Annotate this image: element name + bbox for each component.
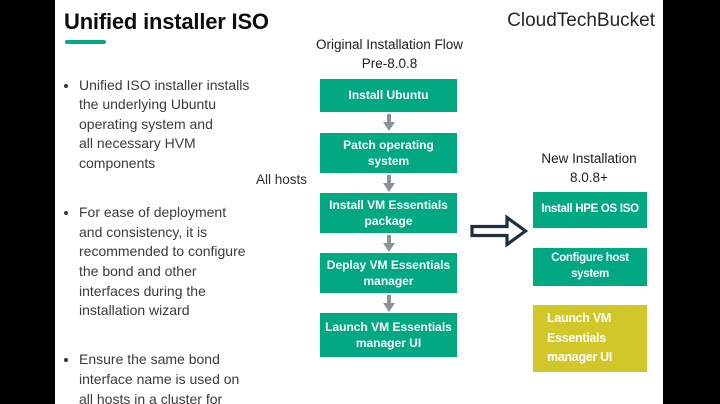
left-letterbox-bar (0, 0, 55, 404)
title-accent-underline (65, 40, 106, 44)
new-flow-title: New Installation 8.0.8+ (541, 151, 637, 185)
flow-step-install-ubuntu: Install Ubuntu (320, 79, 457, 112)
page-title: Unified installer ISO (64, 9, 269, 34)
flow-step-launch-vme-ui: Launch VM Essentials manager UI (320, 313, 457, 357)
original-flow-title: Original Installation Flow Pre-8.0.8 (315, 37, 464, 71)
flow-step-deploy-vme-manager: Deplay VM Essentials manager (320, 253, 457, 293)
down-arrow-icon (383, 114, 395, 131)
down-arrow-icon (383, 175, 395, 192)
flow-step-install-vme-package: Install VM Essentials package (320, 193, 457, 233)
bullet-item: Unified ISO installer installs the under… (79, 76, 302, 174)
down-arrow-icon (383, 235, 395, 252)
flow-step-install-hpe-os-iso: Install HPE OS ISO (533, 192, 647, 228)
bullet-item: For ease of deployment and consistency, … (79, 203, 302, 321)
bullet-list: Unified ISO installer installs the under… (64, 56, 302, 404)
down-arrow-icon (383, 295, 395, 312)
right-arrow-outline-icon (470, 214, 528, 248)
all-hosts-label: All hosts (256, 172, 308, 187)
flow-step-patch-os: Patch operating system (320, 133, 457, 173)
flow-step-launch-vme-ui-new: Launch VM Essentials manager UI (533, 305, 647, 372)
brand-watermark: CloudTechBucket (507, 10, 655, 31)
bullet-item: Ensure the same bond interface name is u… (79, 350, 302, 404)
flow-step-configure-host: Configure host system (533, 248, 647, 286)
right-letterbox-bar (663, 0, 720, 404)
